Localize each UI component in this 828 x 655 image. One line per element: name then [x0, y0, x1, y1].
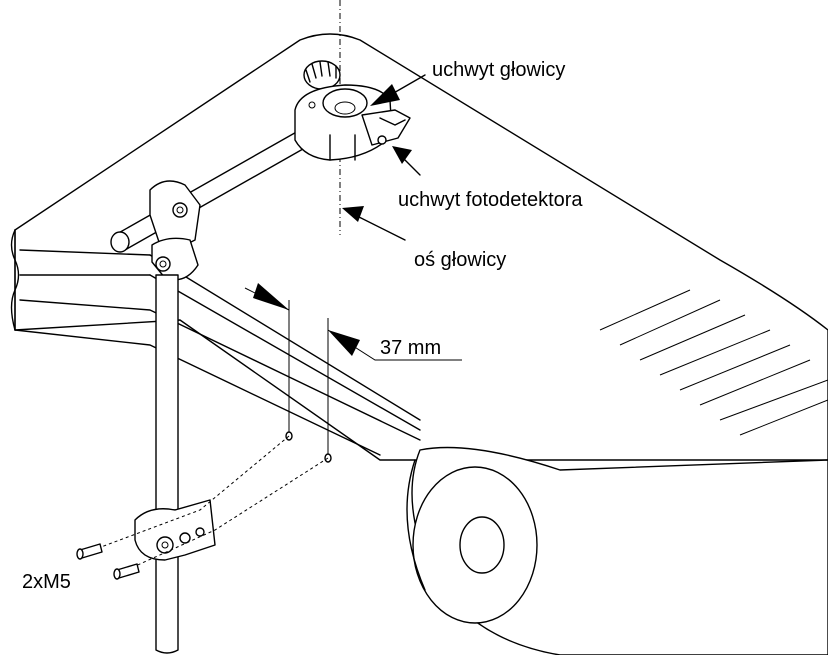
photodetector-holder-label: uchwyt fotodetektora: [398, 189, 583, 211]
lower-bracket-clamp: [134, 499, 216, 561]
leader-arrows: [342, 74, 426, 241]
head-holder-clamp: [294, 60, 393, 161]
conveyor-top-surface: [14, 33, 828, 461]
photodetector-holder: [361, 109, 411, 146]
head-holder-label: uchwyt głowicy: [432, 59, 566, 81]
conveyor-belt: [10, 33, 828, 655]
distance-label: 37 mm: [380, 337, 442, 359]
screws-2xm5: [76, 543, 140, 580]
mounting-holes: [84, 300, 332, 574]
head-axis-label: oś głowicy: [414, 249, 507, 271]
screws-label: 2xM5: [22, 571, 71, 593]
dimension-37mm: [244, 283, 462, 361]
arrow-head-axis: [354, 214, 406, 241]
vertical-rod: [155, 274, 179, 511]
upper-cross-clamp: [149, 180, 201, 281]
